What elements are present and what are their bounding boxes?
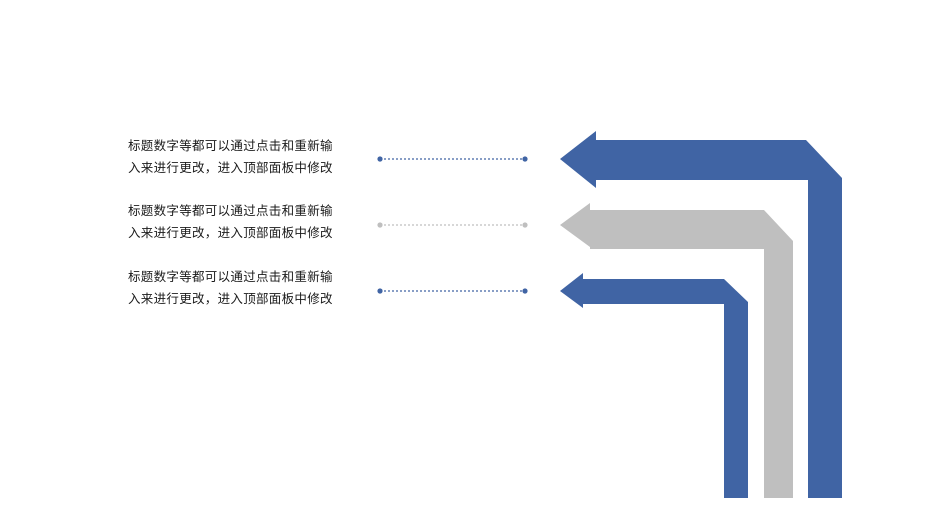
connector-2 xyxy=(377,222,528,228)
bent-arrow-left-icon-3 xyxy=(560,273,748,498)
item-text-2-line-1: 标题数字等都可以通过点击和重新输 xyxy=(128,203,333,218)
connector-3-end-dot xyxy=(522,288,528,294)
item-text-1: 标题数字等都可以通过点击和重新输 入来进行更改，进入顶部面板中修改 xyxy=(128,135,368,179)
connector-1-end-dot xyxy=(522,156,528,162)
connector-3 xyxy=(377,288,528,294)
bent-arrow-left-icon-2 xyxy=(560,203,793,498)
item-text-2-line-2: 入来进行更改，进入顶部面板中修改 xyxy=(128,225,333,240)
connector-1 xyxy=(377,156,528,162)
item-text-1-line-1: 标题数字等都可以通过点击和重新输 xyxy=(128,138,333,153)
item-text-3-line-1: 标题数字等都可以通过点击和重新输 xyxy=(128,269,333,284)
connector-2-start-dot xyxy=(377,222,383,228)
item-text-2: 标题数字等都可以通过点击和重新输 入来进行更改，进入顶部面板中修改 xyxy=(128,200,368,244)
connector-1-start-dot xyxy=(377,156,383,162)
item-text-1-line-2: 入来进行更改，进入顶部面板中修改 xyxy=(128,160,333,175)
bent-arrow-left-icon-1 xyxy=(560,131,842,498)
connector-3-start-dot xyxy=(377,288,383,294)
connector-2-end-dot xyxy=(522,222,528,228)
item-text-3-line-2: 入来进行更改，进入顶部面板中修改 xyxy=(128,291,333,306)
item-text-3: 标题数字等都可以通过点击和重新输 入来进行更改，进入顶部面板中修改 xyxy=(128,266,368,310)
